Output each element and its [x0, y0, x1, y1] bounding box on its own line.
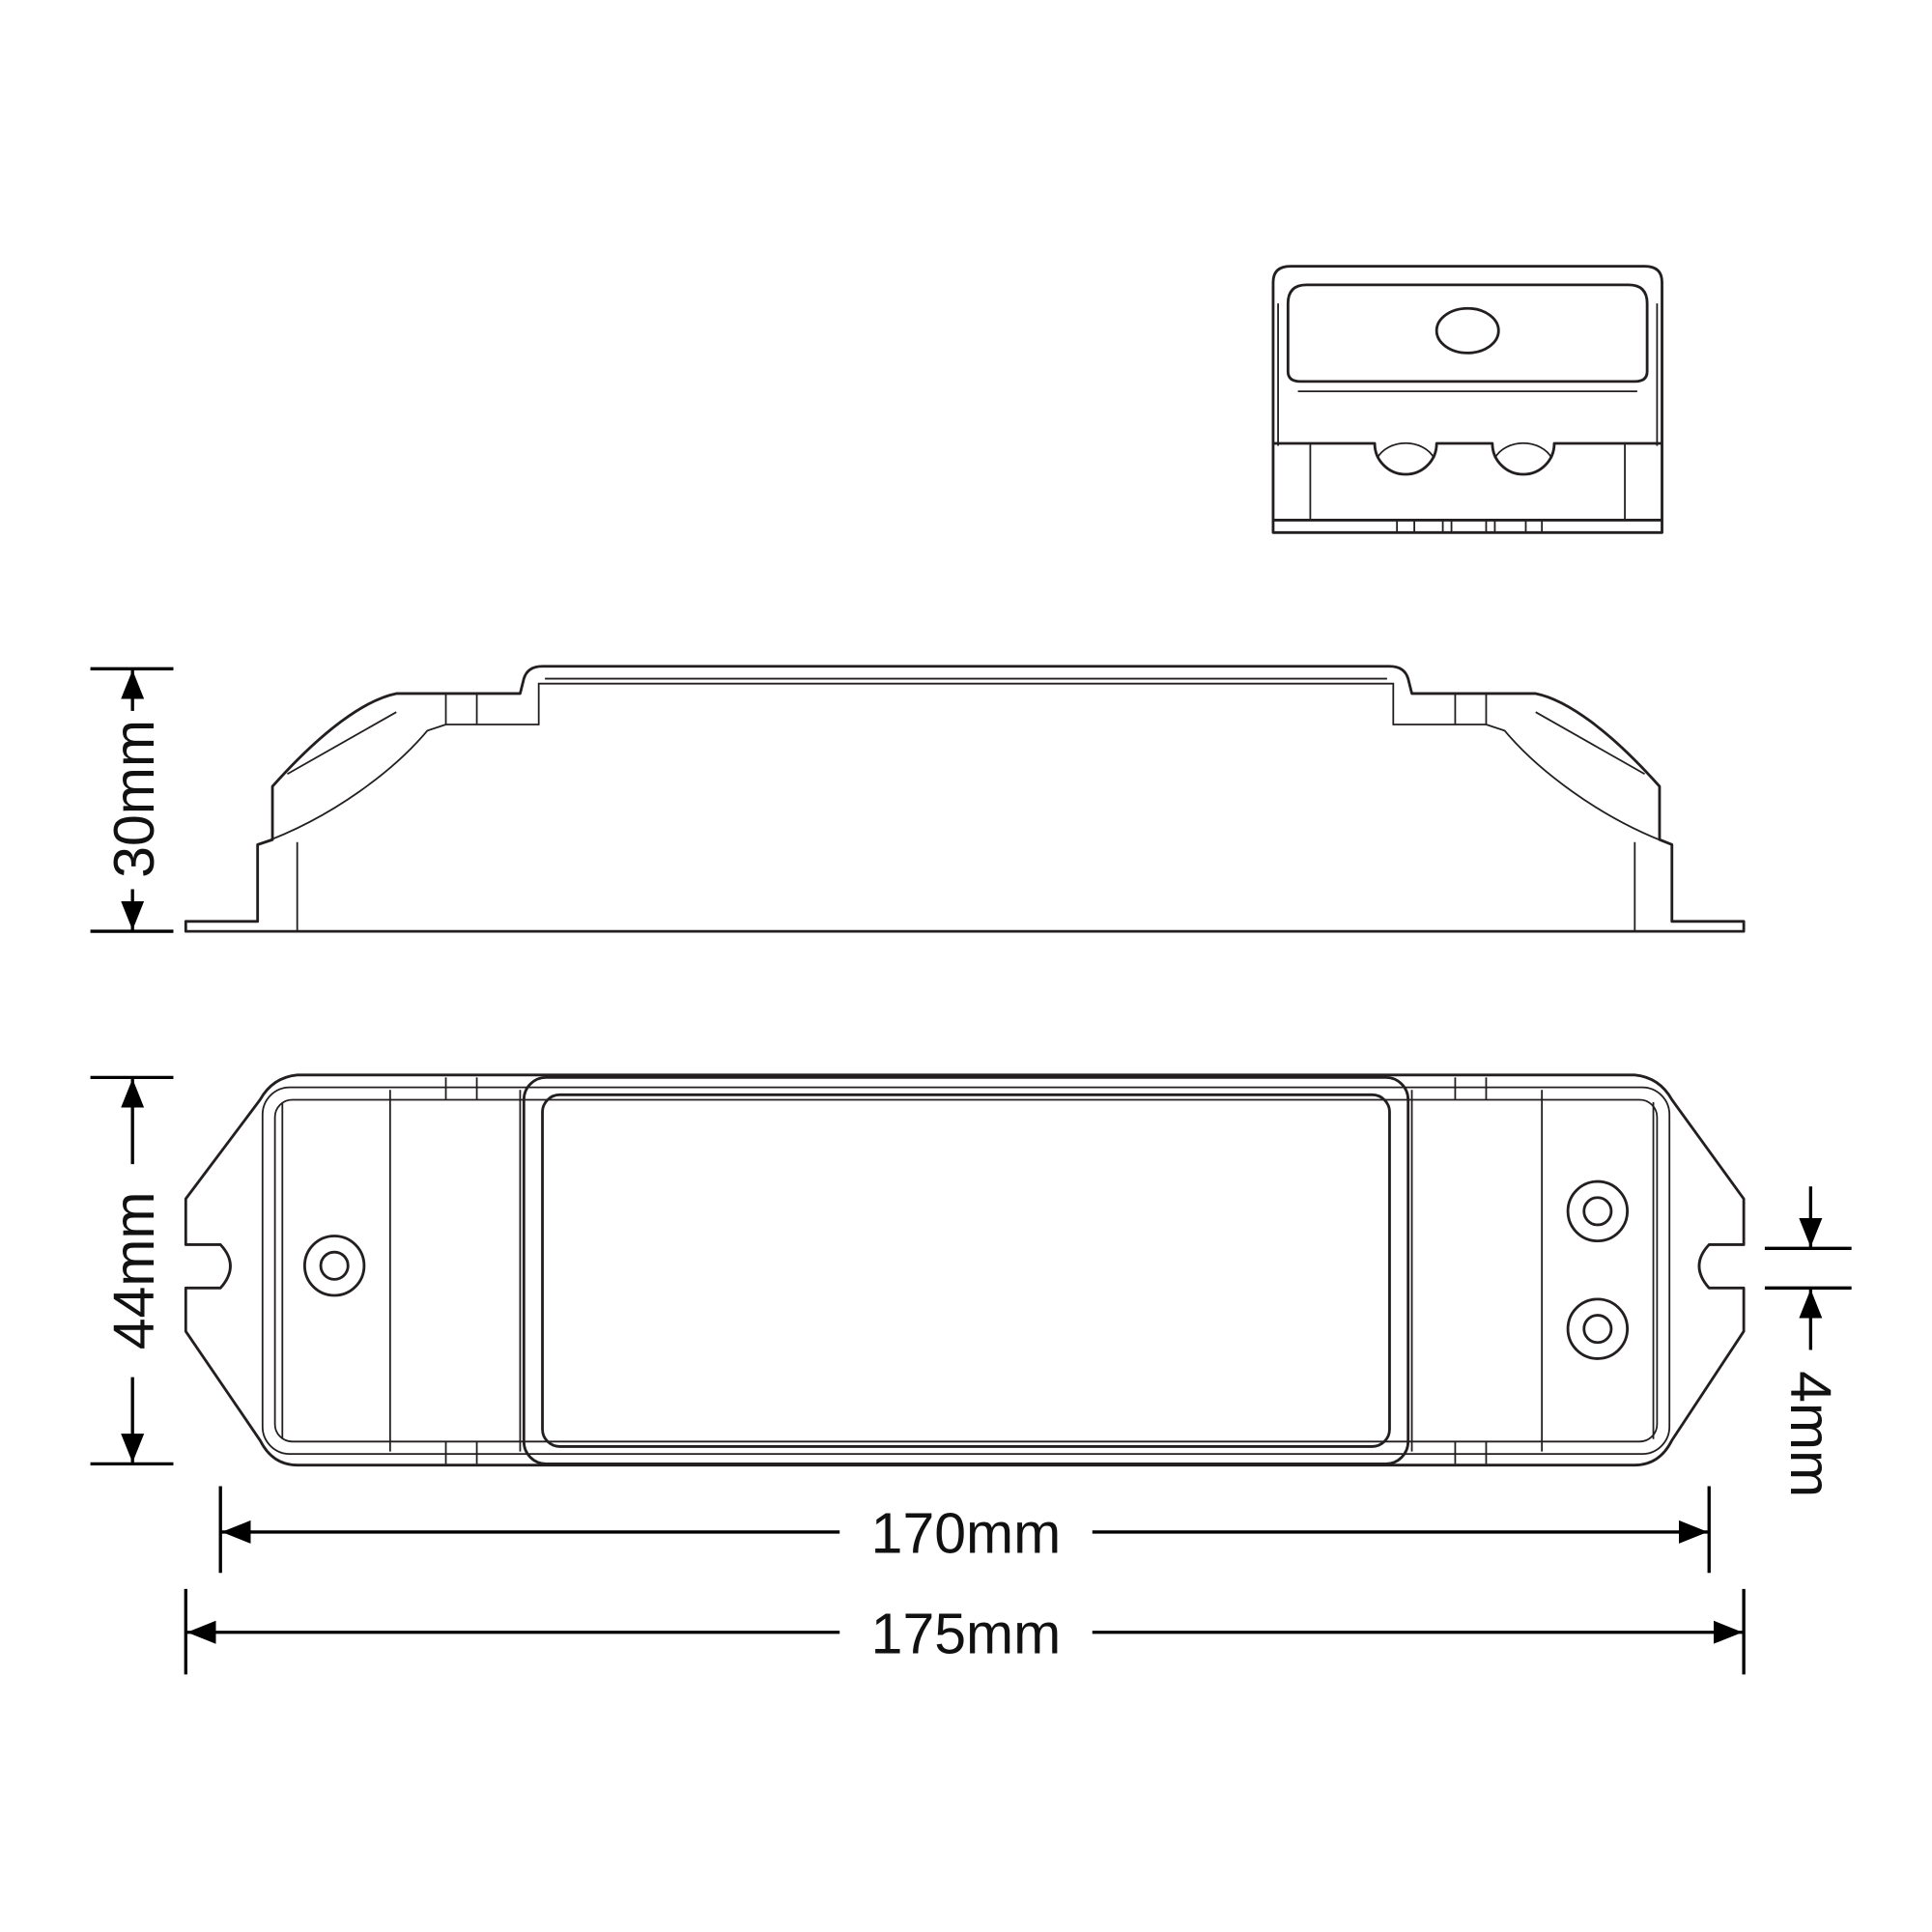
top-view: [184, 1073, 1746, 1467]
end-view: [1271, 265, 1663, 534]
overall-length-label: 175mm: [871, 1604, 1062, 1666]
dimension-hole-pitch: 170mm: [218, 1486, 1711, 1574]
dimension-width: 44mm: [90, 1075, 174, 1466]
mounting-hole-left: [302, 1235, 366, 1297]
mounting-hole-right-bottom: [1566, 1297, 1630, 1360]
dimension-hole-spacing: 4mm: [1764, 1186, 1852, 1497]
hole-spacing-label: 4mm: [1778, 1371, 1841, 1497]
mounting-hole-right-top: [1566, 1179, 1630, 1243]
height-label: 30mm: [103, 720, 166, 878]
hole-pitch-label: 170mm: [871, 1503, 1062, 1566]
dimension-height: 30mm: [90, 667, 174, 933]
width-label: 44mm: [103, 1191, 166, 1350]
side-view: [184, 665, 1746, 933]
dimension-overall-length: 175mm: [184, 1588, 1746, 1675]
